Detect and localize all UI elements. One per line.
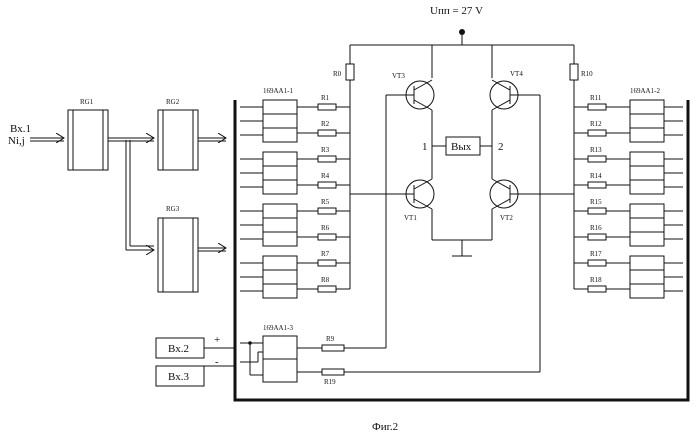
plus-sign: +: [214, 334, 220, 346]
right-resistors: [574, 104, 630, 292]
label-rg2: RG2: [166, 98, 180, 106]
label-r11: R11: [590, 94, 602, 102]
label-r15: R15: [590, 198, 602, 206]
register-rg2: [158, 110, 198, 170]
supply-label: Uпп = 27 V: [430, 5, 483, 17]
node-2: 2: [498, 141, 504, 153]
figure-caption: Фиг.2: [372, 421, 398, 433]
label-r18: R18: [590, 276, 602, 284]
vx3-label: Вх.3: [168, 371, 189, 383]
resistor-r10: [570, 64, 578, 80]
label-rg1: RG1: [80, 98, 94, 106]
label-r12: R12: [590, 120, 602, 128]
transistor-vt4: [490, 80, 524, 110]
label-r6: R6: [321, 224, 330, 232]
label-r8: R8: [321, 276, 330, 284]
resistor-r19: [322, 369, 344, 375]
label-chip-left: 169АА1-1: [263, 87, 293, 95]
label-r13: R13: [590, 146, 602, 154]
label-rg3: RG3: [166, 205, 180, 213]
chip-169aa1-3: [263, 336, 297, 382]
transistor-vt1: [350, 179, 434, 209]
label-vt2: VT2: [500, 214, 513, 222]
label-r3: R3: [321, 146, 330, 154]
resistor-r9: [322, 345, 344, 351]
transistor-vt3: [400, 80, 434, 110]
label-vt1: VT1: [404, 214, 417, 222]
left-input-stubs: [240, 107, 263, 291]
label-chip-right: 169АА1-2: [630, 87, 660, 95]
label-r17: R17: [590, 250, 602, 258]
right-input-stubs: [664, 107, 683, 291]
label-r5: R5: [321, 198, 330, 206]
output-label: Вых: [451, 141, 472, 153]
vx1-sublabel: Ni,j: [8, 135, 25, 147]
label-vt3: VT3: [392, 72, 405, 80]
label-r7: R7: [321, 250, 330, 258]
label-r1: R1: [321, 94, 330, 102]
label-r4: R4: [321, 172, 330, 180]
vx2-label: Вх.2: [168, 343, 189, 355]
label-r14: R14: [590, 172, 602, 180]
label-r16: R16: [590, 224, 602, 232]
vx1-label: Вх.1: [10, 123, 31, 135]
label-vt4: VT4: [510, 70, 523, 78]
register-rg3: [158, 218, 198, 292]
label-r9: R9: [326, 335, 335, 343]
chip-169aa1-2: [630, 100, 664, 298]
label-r0: R0: [333, 70, 342, 78]
transistor-vt2: [490, 179, 574, 209]
chip-169aa1-1: [263, 100, 297, 298]
label-r19: R19: [324, 378, 336, 386]
label-r10: R10: [581, 70, 593, 78]
node-1: 1: [422, 141, 428, 153]
register-rg1: [68, 110, 108, 170]
label-r2: R2: [321, 120, 330, 128]
label-chip-bottom: 169АА1-3: [263, 324, 293, 332]
resistor-r0: [346, 64, 354, 80]
